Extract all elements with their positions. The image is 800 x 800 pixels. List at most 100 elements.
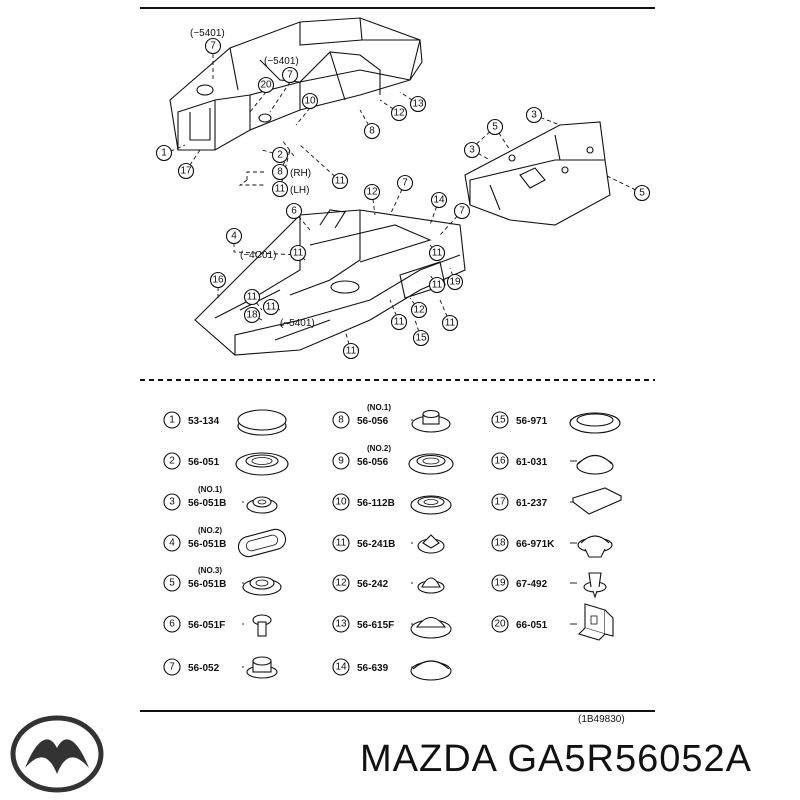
legend-note: (NO.1) [367,403,391,412]
reference-code: (1B49830) [578,714,625,725]
dash-panel-illustration [464,121,611,226]
callout-label: 12 [393,108,405,119]
callout-label: 11 [335,176,346,187]
legend-part-code: 67-492 [516,579,548,590]
callout-11: 11 [289,244,307,262]
callout-5: 5 [486,118,504,136]
legend-number: 4 [169,538,175,549]
callout-6: 6 [285,202,303,220]
callout-label: 16 [212,275,224,286]
part-grommet-long-icon [237,528,287,558]
legend-item-8: 8 (NO.1) 56-056 [332,403,451,433]
callout-8: 8 [271,163,289,181]
callout-label: 11 [247,292,258,303]
callout-label: 11 [293,248,304,259]
side-note-rh: (RH) [290,168,311,179]
legend-number: 15 [494,415,506,426]
legend-number: 17 [494,497,506,508]
callout-11: 11 [390,313,408,331]
legend-number: 20 [494,619,506,630]
callout-17: 17 [177,162,195,180]
callout-5: 5 [633,184,651,202]
callout-18: 18 [243,306,261,324]
callout-label: 20 [260,80,272,91]
callout-7: 7 [396,174,414,192]
legend-part-code: 56-051B [188,579,226,590]
callout-label: 7 [459,206,465,217]
callout-label: 17 [180,166,192,177]
legend-item-9: 9(NO.2)56-056 [332,444,454,475]
callout-2: 2 [271,146,289,164]
callout-label: 3 [469,145,475,156]
part-ring-flat-icon [569,412,621,434]
callout-13: 13 [409,95,427,113]
callout-label: 12 [413,305,425,316]
legend-part-code: 56-051B [188,498,226,509]
mazda-logo [10,715,104,793]
part-plug-cap-icon [410,660,452,681]
legend-item-2: 2 56-051 [163,452,289,476]
part-pin-icon [252,614,272,637]
callout-label: 13 [412,99,424,110]
callout-11: 11 [262,298,280,316]
part-grommet-tall-icon [246,656,278,679]
legend-item-20: 20 66-051 [491,603,614,641]
legend-part-code: 56-241B [357,539,395,550]
part-plug-big-icon [410,616,452,639]
callout-label: 7 [210,41,216,52]
legend-item-11: 11 56-241B [332,534,445,554]
callout-11: 11 [441,314,459,332]
callout-label: 10 [304,96,316,107]
callout-11: 11 [331,172,349,190]
legend-part-code: 56-112B [357,498,395,509]
legend-number: 7 [169,662,175,673]
range-note-d: (−5401) [280,318,315,329]
callout-label: 11 [432,280,443,291]
callout-label: 19 [449,277,461,288]
callout-16: 16 [209,271,227,289]
range-notes: (−5401) (−5401) (−4C01) (−5401) (RH) (LH… [190,28,315,329]
callout-11: 11 [428,244,446,262]
page-title: MAZDA GA5R56052A [360,738,752,780]
part-grommet-ring-icon [242,576,282,596]
legend-number: 11 [336,538,347,549]
legend-part-code: 56-615F [357,620,394,631]
callout-7: 7 [204,37,222,55]
legend-note: (NO.3) [198,566,222,575]
range-note-b: (−5401) [264,56,299,67]
legend-part-code: 61-031 [516,457,548,468]
legend-number: 8 [338,415,344,426]
legend-part-code: 56-051 [188,457,220,468]
legend-part-code: 66-051 [516,620,548,631]
part-plug-dome-icon [417,577,445,594]
callout-20: 20 [257,76,275,94]
callout-12: 12 [410,301,428,319]
callout-label: 11 [346,346,357,357]
part-clip-star-icon [417,534,445,554]
legend-number: 9 [338,456,344,467]
callout-7: 7 [453,202,471,220]
callout-label: 6 [291,206,297,217]
callout-label: 11 [432,248,443,259]
callout-label: 11 [266,302,277,313]
callout-label: 11 [394,317,405,328]
legend-part-code: 66-971K [516,539,555,550]
callout-label: 12 [366,187,378,198]
callout-19: 19 [446,273,464,291]
legend-part-code: 61-237 [516,498,548,509]
callout-3: 3 [463,141,481,159]
legend-number: 2 [169,456,175,467]
callout-11: 11 [342,342,360,360]
callout-label: 8 [277,167,283,178]
legend-number: 6 [169,619,175,630]
legend-part-code: 56-052 [188,663,220,674]
legend-part-code: 56-056 [357,416,389,427]
